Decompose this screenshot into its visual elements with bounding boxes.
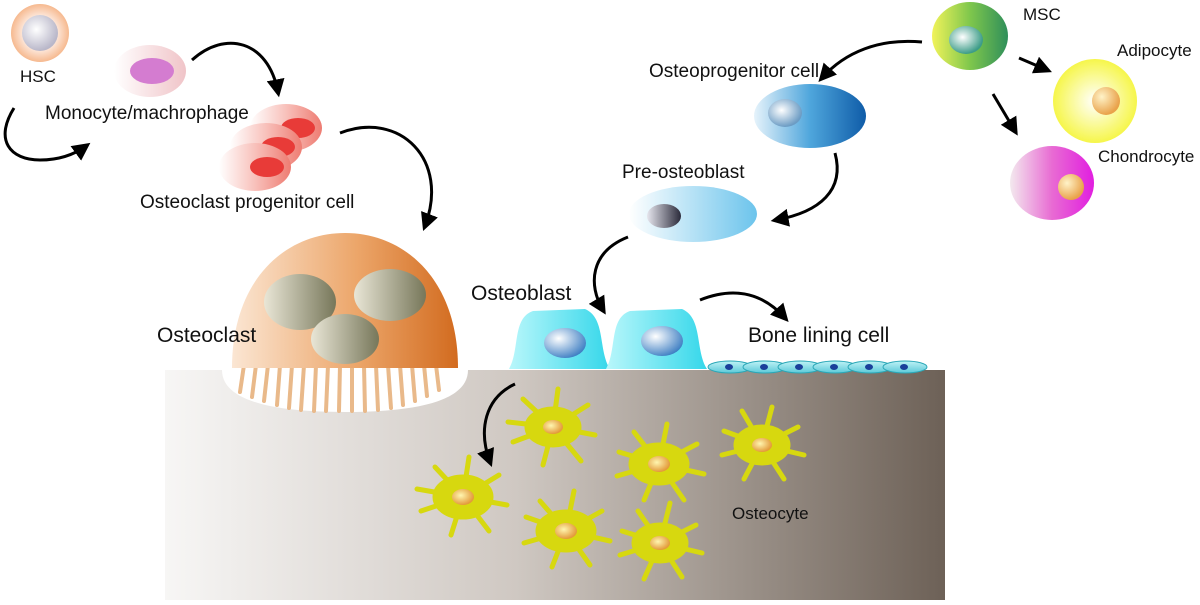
- arrow-osteoblast-to-bone-lining: [699, 291, 789, 323]
- osteocyte-2: [614, 421, 707, 503]
- osteocyte-1: [505, 386, 598, 468]
- osteoclast-progenitor-cells: [219, 104, 322, 191]
- msc-cell: [932, 2, 1008, 70]
- arrow-msc-to-adipocyte: [1018, 56, 1052, 74]
- label-osteoprogenitor: Osteoprogenitor cell: [649, 61, 820, 82]
- osteocyte-3: [719, 404, 807, 482]
- arrow-msc-to-osteoprogenitor: [818, 39, 923, 83]
- arrow-msc-to-chondrocyte: [991, 93, 1018, 136]
- arrow-pre-osteoblast-to-osteoblast: [588, 235, 629, 315]
- osteocyte-5: [521, 488, 613, 570]
- hsc-cell: [11, 4, 69, 62]
- monocyte-cell: [114, 45, 186, 97]
- chondrocyte-cell: [1010, 146, 1094, 220]
- label-adipocyte: Adipocyte: [1117, 41, 1192, 60]
- arrow-monocyte-to-progenitor: [190, 41, 285, 98]
- osteoprogenitor-cell: [754, 84, 866, 148]
- osteocyte-6: [617, 500, 705, 582]
- label-osteoclast: Osteoclast: [157, 324, 257, 347]
- arrow-osteoprogenitor-to-pre-osteoblast: [770, 152, 839, 227]
- label-chondrocyte: Chondrocyte: [1098, 147, 1195, 166]
- label-msc: MSC: [1023, 5, 1061, 24]
- osteocyte-cells: [414, 386, 807, 582]
- label-hsc: HSC: [20, 67, 56, 86]
- pre-osteoblast-cell: [629, 186, 757, 242]
- osteocyte-4: [414, 454, 510, 538]
- label-osteocyte: Osteocyte: [732, 504, 809, 523]
- label-monocyte: Monocyte/machrophage: [45, 103, 249, 124]
- label-bone-lining: Bone lining cell: [748, 324, 890, 347]
- label-osteoblast: Osteoblast: [471, 282, 572, 305]
- label-pre-osteoblast: Pre-osteoblast: [622, 162, 745, 183]
- label-osteoclast-progenitor: Osteoclast progenitor cell: [140, 192, 355, 213]
- arrow-progenitor-to-osteoclast: [339, 126, 438, 232]
- bone-lining-cells: [707, 360, 928, 374]
- arrows: [3, 39, 1052, 468]
- adipocyte-cell: [1053, 59, 1137, 143]
- arrow-osteoblast-to-osteocyte: [477, 382, 516, 468]
- arrow-hsc-to-monocyte: [3, 107, 91, 162]
- osteoblast-cells: [509, 309, 707, 369]
- osteoclast-cell: [232, 233, 458, 413]
